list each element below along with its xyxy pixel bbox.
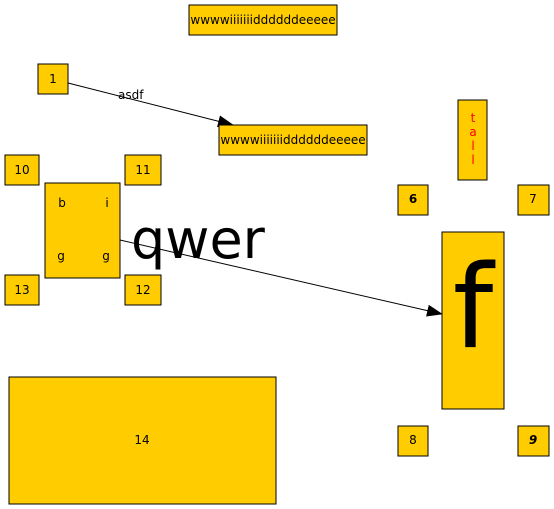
node-12[interactable]: 12 [124,274,162,306]
node-big-box-br: g [102,249,110,263]
node-wide-mid[interactable]: wwwwiiiiiiiddddddeeeee [218,124,368,156]
node-13[interactable]: 13 [4,274,40,306]
node-tall[interactable]: t a l l [457,99,488,181]
node-10[interactable]: 10 [4,154,40,186]
node-big-box[interactable]: b i g g [44,182,121,279]
node-big-box-tl: b [58,196,66,210]
node-big-box-bl: g [57,249,65,263]
edge-1-to-wide-mid [67,82,234,128]
node-wide-mid-label: wwwwiiiiiiiddddddeeeee [220,133,365,147]
node-11-label: 11 [135,163,150,177]
node-10-label: 10 [14,163,29,177]
node-tall-char-1: t [471,111,476,125]
edge-label-qwer: qwer [131,208,266,271]
node-6[interactable]: 6 [397,184,429,216]
node-wide-top-label: wwwwiiiiiiiddddddeeeee [190,13,335,27]
node-11[interactable]: 11 [124,154,162,186]
node-9[interactable]: 9 [517,425,550,457]
node-8[interactable]: 8 [397,425,429,457]
node-9-label: 9 [529,433,537,447]
node-8-label: 8 [409,433,417,447]
node-14-label: 14 [134,433,149,447]
node-12-label: 12 [135,283,150,297]
edge-box-to-f [119,239,443,317]
node-1-label: 1 [49,72,57,86]
node-f-label: f [453,241,496,375]
node-1[interactable]: 1 [37,63,69,95]
node-tall-char-4: l [471,153,474,167]
node-14[interactable]: 14 [8,376,277,505]
node-13-label: 13 [14,283,29,297]
node-6-label: 6 [409,192,417,206]
node-7[interactable]: 7 [517,184,550,216]
node-7-label: 7 [529,192,537,206]
node-f[interactable]: f [441,231,505,410]
node-tall-char-3: l [471,139,474,153]
node-tall-char-2: a [469,125,476,139]
node-wide-top[interactable]: wwwwiiiiiiiddddddeeeee [188,4,338,36]
edge-label-asdf: asdf [118,88,144,102]
node-big-box-tr: i [105,196,108,210]
